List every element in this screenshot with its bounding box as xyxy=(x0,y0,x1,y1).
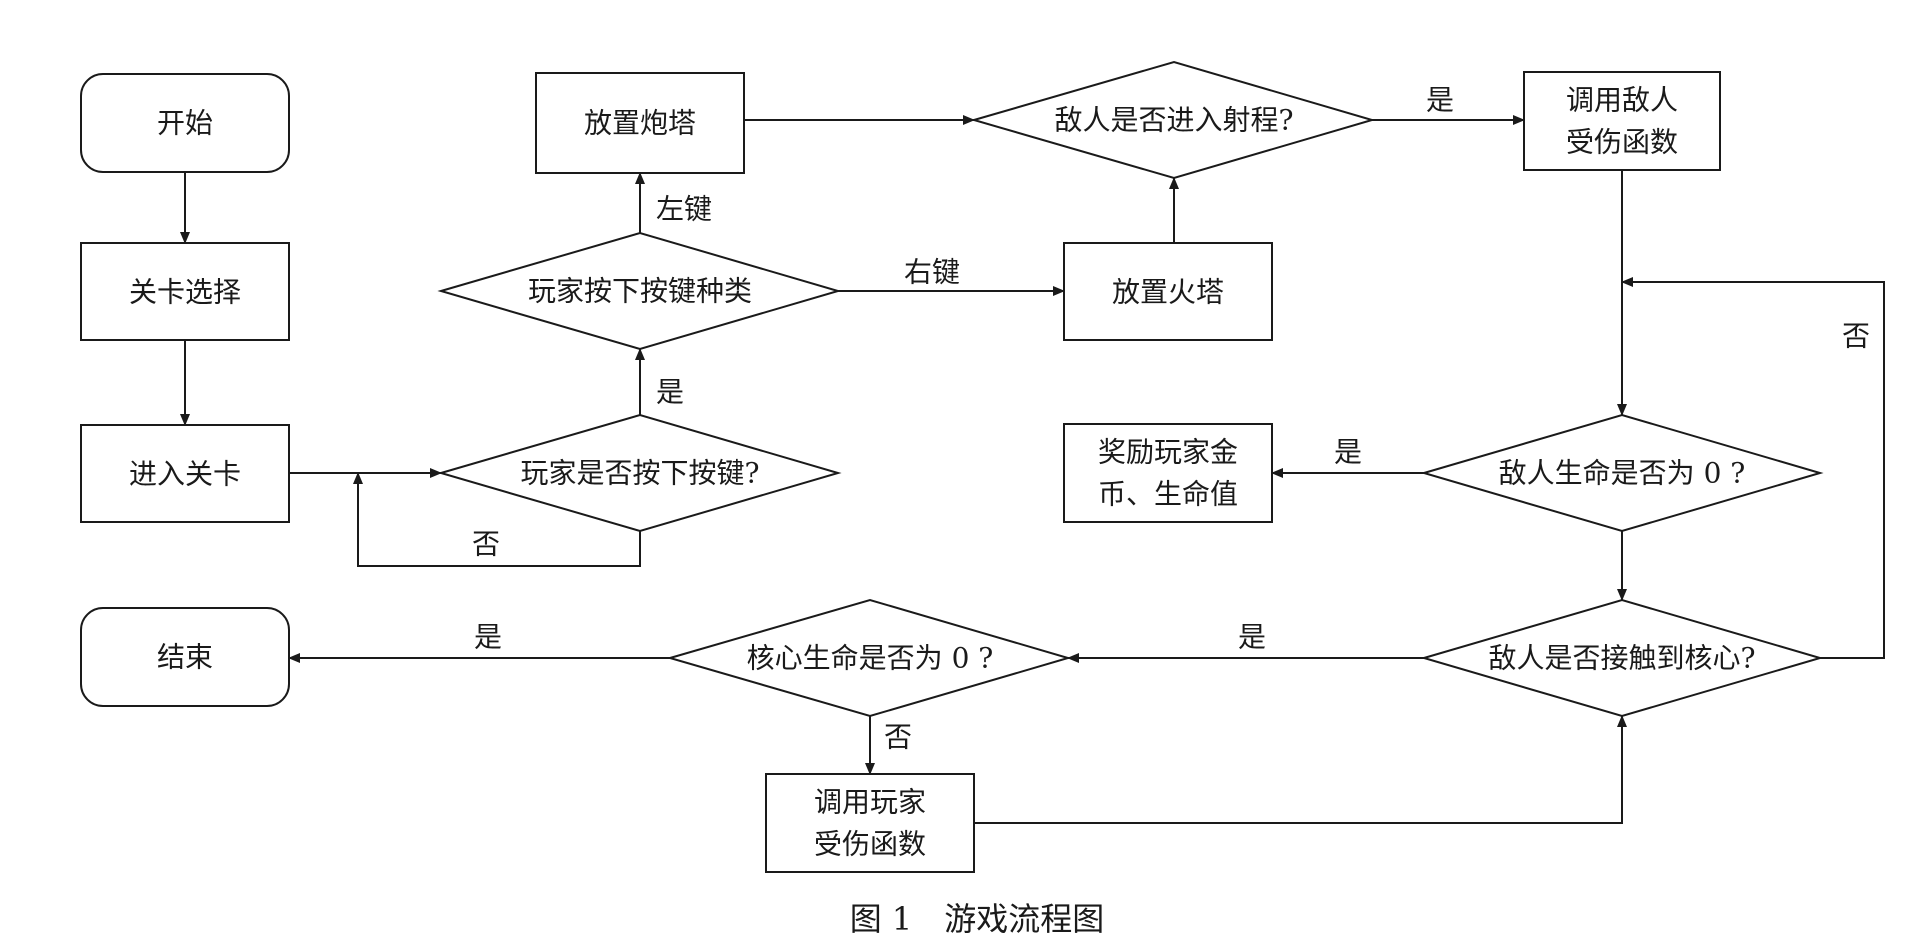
svg-text:调用玩家: 调用玩家 xyxy=(814,786,926,819)
node-player-damage: 调用玩家 受伤函数 xyxy=(765,773,975,873)
node-start: 开始 xyxy=(80,73,290,173)
node-enemy-damage: 调用敌人 受伤函数 xyxy=(1523,71,1721,171)
decision-enemy-touch-core: 敌人是否接触到核心? xyxy=(1420,598,1824,718)
label-life-yes: 是 xyxy=(1334,436,1362,469)
node-level-select: 关卡选择 xyxy=(80,242,290,341)
svg-text:受伤函数: 受伤函数 xyxy=(814,828,926,861)
svg-text:放置炮塔: 放置炮塔 xyxy=(584,107,696,140)
label-touch-no: 否 xyxy=(1842,320,1870,353)
svg-text:敌人是否接触到核心?: 敌人是否接触到核心? xyxy=(1488,642,1755,675)
decision-core-life-zero: 核心生命是否为 0 ? xyxy=(666,598,1072,718)
decision-player-pressed: 玩家是否按下按键? xyxy=(437,413,842,533)
decision-enemy-in-range: 敌人是否进入射程? xyxy=(970,60,1376,180)
decision-enemy-life-zero: 敌人生命是否为 0 ? xyxy=(1420,413,1824,533)
svg-text:受伤函数: 受伤函数 xyxy=(1566,126,1678,159)
node-place-cannon: 放置炮塔 xyxy=(535,72,745,174)
label-core-no: 否 xyxy=(884,721,912,754)
label-right-key: 右键 xyxy=(904,256,960,289)
node-place-fire: 放置火塔 xyxy=(1063,242,1273,341)
node-reward: 奖励玩家金 币、生命值 xyxy=(1063,423,1273,523)
edge-pressed-no-loop xyxy=(353,472,641,567)
svg-text:放置火塔: 放置火塔 xyxy=(1112,276,1224,309)
svg-text:玩家是否按下按键?: 玩家是否按下按键? xyxy=(520,457,759,490)
decision-key-type: 玩家按下按键种类 xyxy=(437,231,842,351)
label-left-key: 左键 xyxy=(656,193,712,226)
node-end: 结束 xyxy=(80,607,290,707)
edge-touch-no-loop xyxy=(1621,277,1885,659)
svg-text:币、生命值: 币、生命值 xyxy=(1098,478,1238,511)
svg-text:进入关卡: 进入关卡 xyxy=(129,458,241,491)
svg-text:开始: 开始 xyxy=(157,107,213,140)
svg-text:关卡选择: 关卡选择 xyxy=(129,276,241,309)
svg-text:调用敌人: 调用敌人 xyxy=(1566,84,1678,117)
figure-caption: 图 1 游戏流程图 xyxy=(850,900,1105,938)
label-range-yes: 是 xyxy=(1426,84,1454,117)
svg-text:奖励玩家金: 奖励玩家金 xyxy=(1098,436,1238,469)
connectors xyxy=(180,115,1885,824)
label-pressed-yes: 是 xyxy=(656,376,684,409)
svg-text:敌人是否进入射程?: 敌人是否进入射程? xyxy=(1054,104,1293,137)
svg-text:敌人生命是否为 0 ?: 敌人生命是否为 0 ? xyxy=(1499,457,1746,490)
edge-labels: 左键 右键 是 否 是 否 是 是 是 否 xyxy=(472,84,1870,754)
label-touch-yes: 是 xyxy=(1238,621,1266,654)
svg-text:结束: 结束 xyxy=(157,641,213,674)
node-enter-level: 进入关卡 xyxy=(80,424,290,523)
label-pressed-no: 否 xyxy=(472,528,500,561)
label-core-yes: 是 xyxy=(474,621,502,654)
svg-text:核心生命是否为 0 ?: 核心生命是否为 0 ? xyxy=(747,642,994,675)
svg-text:玩家按下按键种类: 玩家按下按键种类 xyxy=(528,275,752,308)
edge-player-damage-back xyxy=(974,715,1627,824)
